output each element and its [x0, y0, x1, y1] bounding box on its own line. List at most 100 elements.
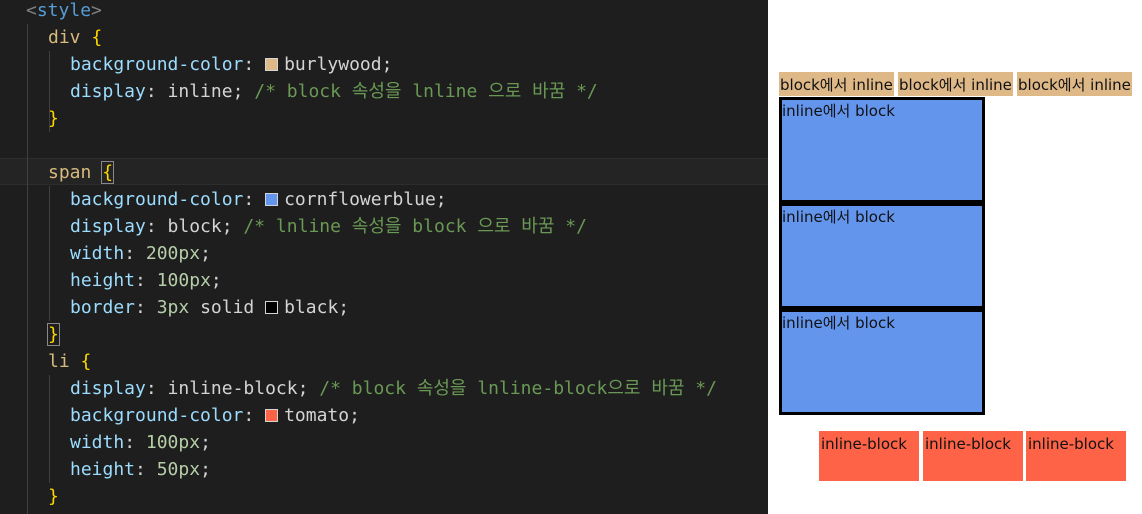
css-number: 3px — [156, 297, 190, 318]
color-swatch-icon[interactable] — [265, 409, 279, 422]
indent-guide — [49, 375, 50, 483]
punctuation: ; — [221, 216, 244, 237]
punctuation: ; — [210, 270, 222, 291]
code-line[interactable]: border: 3px solid black; — [70, 294, 349, 321]
code-line[interactable]: } — [47, 321, 60, 348]
punctuation: ; — [381, 54, 393, 75]
punctuation: : — [124, 432, 146, 453]
indent-guide — [27, 24, 28, 514]
punctuation — [91, 162, 102, 183]
li-inline-block-item: inline-block — [1026, 431, 1126, 481]
punctuation: : — [145, 81, 168, 102]
indent-guide — [49, 186, 50, 321]
punctuation: ; — [232, 81, 255, 102]
css-value: inline-block — [167, 378, 298, 399]
punctuation: : — [243, 405, 266, 426]
code-comment: /* block 속성을 lnline 으로 바꿈 */ — [254, 81, 598, 102]
brace: } — [48, 486, 59, 507]
css-property: display — [70, 81, 146, 102]
css-value: cornflowerblue — [284, 189, 436, 210]
css-property: display — [70, 216, 146, 237]
code-line[interactable]: span { — [48, 159, 115, 186]
punctuation: : — [135, 297, 157, 318]
code-line[interactable]: height: 50px; — [70, 456, 211, 483]
css-number: 50px — [156, 459, 201, 480]
current-line-highlight — [0, 158, 768, 185]
code-line[interactable]: <style> — [26, 0, 102, 24]
css-property: background-color — [70, 189, 244, 210]
code-line[interactable]: li { — [48, 348, 91, 375]
tag-bracket: < — [26, 0, 37, 21]
punctuation: : — [243, 54, 266, 75]
css-property: height — [70, 270, 136, 291]
code-line[interactable]: width: 100px; — [70, 429, 211, 456]
css-selector: span — [48, 162, 92, 183]
code-line[interactable]: div { — [48, 24, 102, 51]
browser-preview: block에서 inline block에서 inline block에서 in… — [768, 0, 1142, 514]
code-comment: /* block 속성을 lnline-block으로 바꿈 */ — [319, 378, 717, 399]
punctuation: : — [243, 189, 266, 210]
code-line[interactable]: width: 200px; — [70, 240, 211, 267]
punctuation: ; — [435, 189, 447, 210]
code-line[interactable]: height: 100px; — [70, 267, 222, 294]
code-line[interactable]: background-color: cornflowerblue; — [70, 186, 447, 213]
brace: { — [91, 27, 103, 48]
div-inline-box: block에서 inline — [779, 72, 894, 96]
punctuation: : — [145, 216, 168, 237]
css-number: 100px — [145, 432, 201, 453]
color-swatch-icon[interactable] — [265, 193, 279, 206]
css-property: border — [70, 297, 136, 318]
code-editor[interactable]: <style>div {background-color: burlywood;… — [0, 0, 768, 514]
punctuation — [81, 27, 92, 48]
punctuation: : — [124, 243, 146, 264]
punctuation: ; — [297, 378, 320, 399]
code-line[interactable]: display: block; /* lnline 속성을 block 으로 바… — [70, 213, 587, 240]
punctuation: : — [145, 378, 168, 399]
span-block-box: inline에서 block — [779, 203, 985, 309]
punctuation: ; — [200, 432, 211, 453]
span-block-box: inline에서 block — [779, 97, 985, 203]
css-property: width — [70, 243, 125, 264]
punctuation — [70, 351, 81, 372]
css-property: width — [70, 432, 125, 453]
color-swatch-icon[interactable] — [265, 58, 279, 71]
code-line[interactable]: background-color: burlywood; — [70, 51, 392, 78]
css-selector: li — [48, 351, 70, 372]
css-number: 100px — [156, 270, 211, 291]
css-value: solid — [189, 297, 266, 318]
brace: } — [48, 108, 59, 129]
div-inline-box: block에서 inline — [898, 72, 1013, 96]
css-property: background-color — [70, 54, 244, 75]
span-block-box: inline에서 block — [779, 309, 985, 415]
color-swatch-icon[interactable] — [265, 301, 279, 314]
tag-name: style — [36, 0, 92, 21]
css-property: display — [70, 378, 146, 399]
li-inline-block-item: inline-block — [923, 431, 1023, 481]
indent-guide — [49, 51, 50, 132]
css-selector: div — [48, 27, 81, 48]
brace: } — [47, 323, 60, 346]
punctuation: : — [135, 270, 157, 291]
punctuation: ; — [200, 459, 211, 480]
code-line[interactable]: } — [48, 105, 59, 132]
css-value: burlywood — [284, 54, 382, 75]
code-line[interactable]: background-color: tomato; — [70, 402, 360, 429]
code-line[interactable]: } — [48, 483, 59, 510]
css-property: background-color — [70, 405, 244, 426]
code-comment: /* lnline 속성을 block 으로 바꿈 */ — [243, 216, 587, 237]
tag-bracket: > — [91, 0, 102, 21]
punctuation: : — [135, 459, 157, 480]
div-inline-box: block에서 inline — [1017, 72, 1132, 96]
css-value: black — [284, 297, 339, 318]
code-line[interactable]: display: inline; /* block 속성을 lnline 으로 … — [70, 78, 598, 105]
punctuation: ; — [349, 405, 360, 426]
code-line[interactable]: display: inline-block; /* block 속성을 lnli… — [70, 375, 717, 402]
punctuation: ; — [338, 297, 350, 318]
brace: { — [101, 161, 115, 184]
css-property: height — [70, 459, 136, 480]
css-number: 200px — [145, 243, 201, 264]
css-value: tomato — [284, 405, 350, 426]
css-value: inline — [167, 81, 233, 102]
brace: { — [80, 351, 92, 372]
css-value: block — [167, 216, 222, 237]
